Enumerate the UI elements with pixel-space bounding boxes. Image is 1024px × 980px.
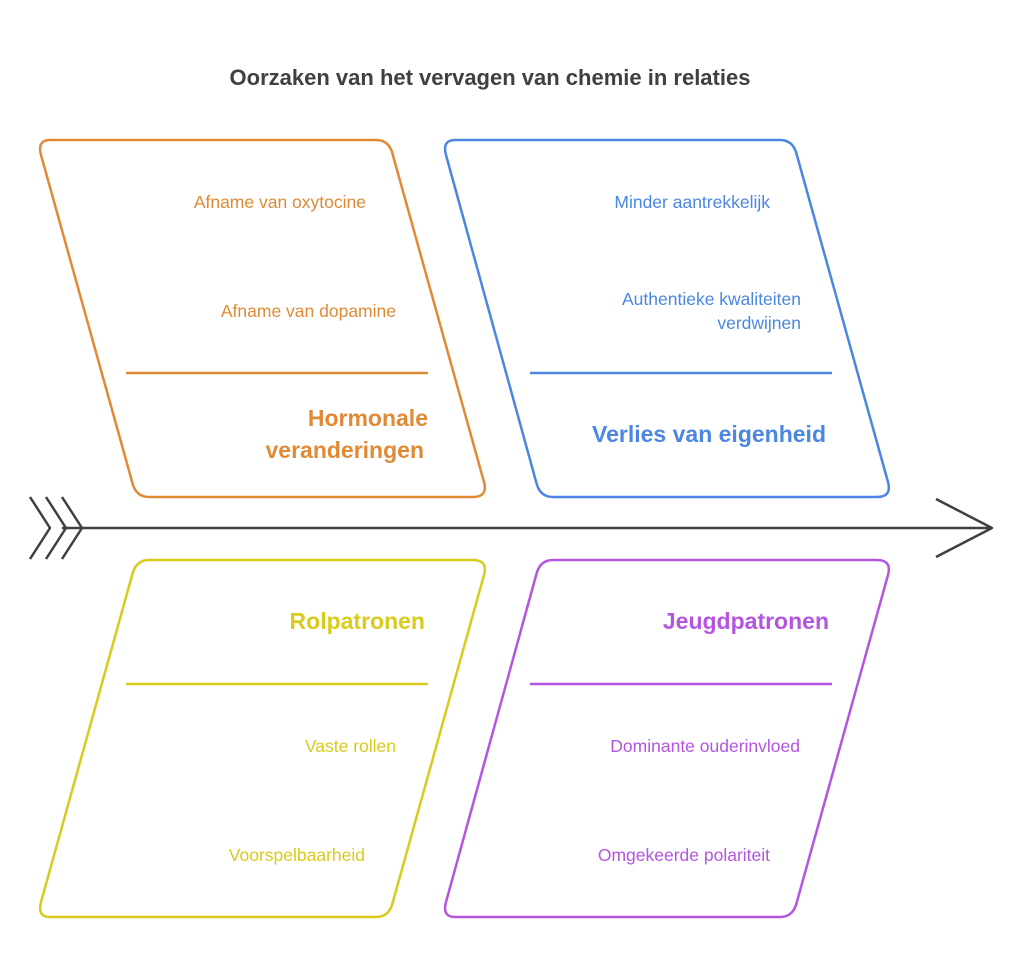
category-hormonal-changes: Afname van oxytocine Afname van dopamine… (38, 138, 487, 499)
arrow-head-icon (935, 497, 994, 559)
cause-item: Afname van dopamine (221, 301, 396, 321)
category-frame (38, 558, 487, 919)
diagram-title: Oorzaken van het vervagen van chemie in … (230, 65, 751, 90)
category-frame (443, 558, 891, 919)
category-heading: Verlies van eigenheid (592, 421, 826, 447)
category-heading: veranderingen (266, 437, 425, 463)
cause-item: Vaste rollen (305, 736, 396, 756)
category-heading: Rolpatronen (290, 608, 425, 634)
spine-tail-chevron-3 (60, 496, 84, 560)
cause-item: Afname van oxytocine (194, 192, 366, 212)
category-frame (38, 138, 487, 499)
cause-item: Voorspelbaarheid (229, 845, 365, 865)
cause-item: Dominante ouderinvloed (610, 736, 800, 756)
category-loss-of-identity: Minder aantrekkelijk Authentieke kwalite… (443, 138, 891, 499)
cause-item: Authentieke kwaliteiten (622, 289, 801, 309)
category-frame (443, 138, 891, 499)
category-youth-patterns: Jeugdpatronen Dominante ouderinvloed Omg… (443, 558, 891, 919)
spine-tail-chevron-2 (44, 496, 68, 560)
cause-item: verdwijnen (717, 313, 801, 333)
spine (28, 496, 994, 560)
category-role-patterns: Rolpatronen Vaste rollen Voorspelbaarhei… (38, 558, 487, 919)
cause-item: Minder aantrekkelijk (614, 192, 770, 212)
category-heading: Hormonale (308, 405, 428, 431)
cause-item: Omgekeerde polariteit (598, 845, 770, 865)
category-heading: Jeugdpatronen (663, 608, 829, 634)
spine-tail-chevron-1 (28, 496, 52, 560)
